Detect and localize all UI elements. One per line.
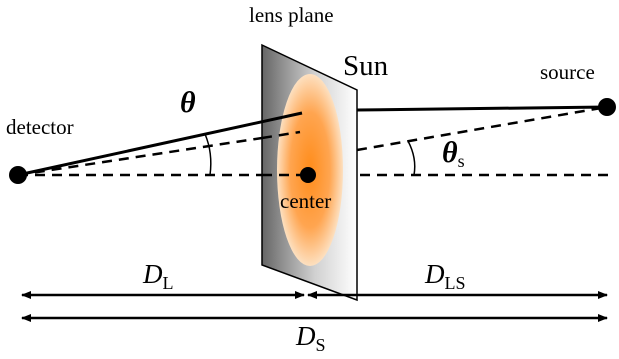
center-label: center [280,189,331,213]
detector-label: detector [6,115,74,139]
lens-plane-label: lens plane [249,3,334,27]
theta-label: θ [180,86,196,119]
dl-sub: L [163,273,174,293]
light-ray-incoming [17,111,303,177]
theta-s-sub: s [458,151,465,171]
sun-label: Sun [343,50,389,82]
theta-s-main: θ [442,136,458,169]
dls-label: DLS [424,259,466,293]
theta-s-label: θs [442,136,465,171]
image-direction-line [17,136,263,177]
light-ray-outgoing [356,105,608,112]
theta-s-arc [407,140,416,176]
image-direction-plane [261,130,301,140]
ds-label: DS [295,321,326,354]
detector-point [9,166,27,184]
source-point [598,98,616,116]
dl-main: D [142,259,163,289]
ds-sub: S [316,335,326,354]
source-label: source [540,60,595,84]
source-direction-line [356,105,608,152]
ds-main: D [295,321,316,351]
dls-sub: LS [445,273,466,293]
dls-main: D [424,259,445,289]
dl-label: DL [142,259,174,293]
theta-arc [204,133,212,176]
center-point [300,167,316,183]
